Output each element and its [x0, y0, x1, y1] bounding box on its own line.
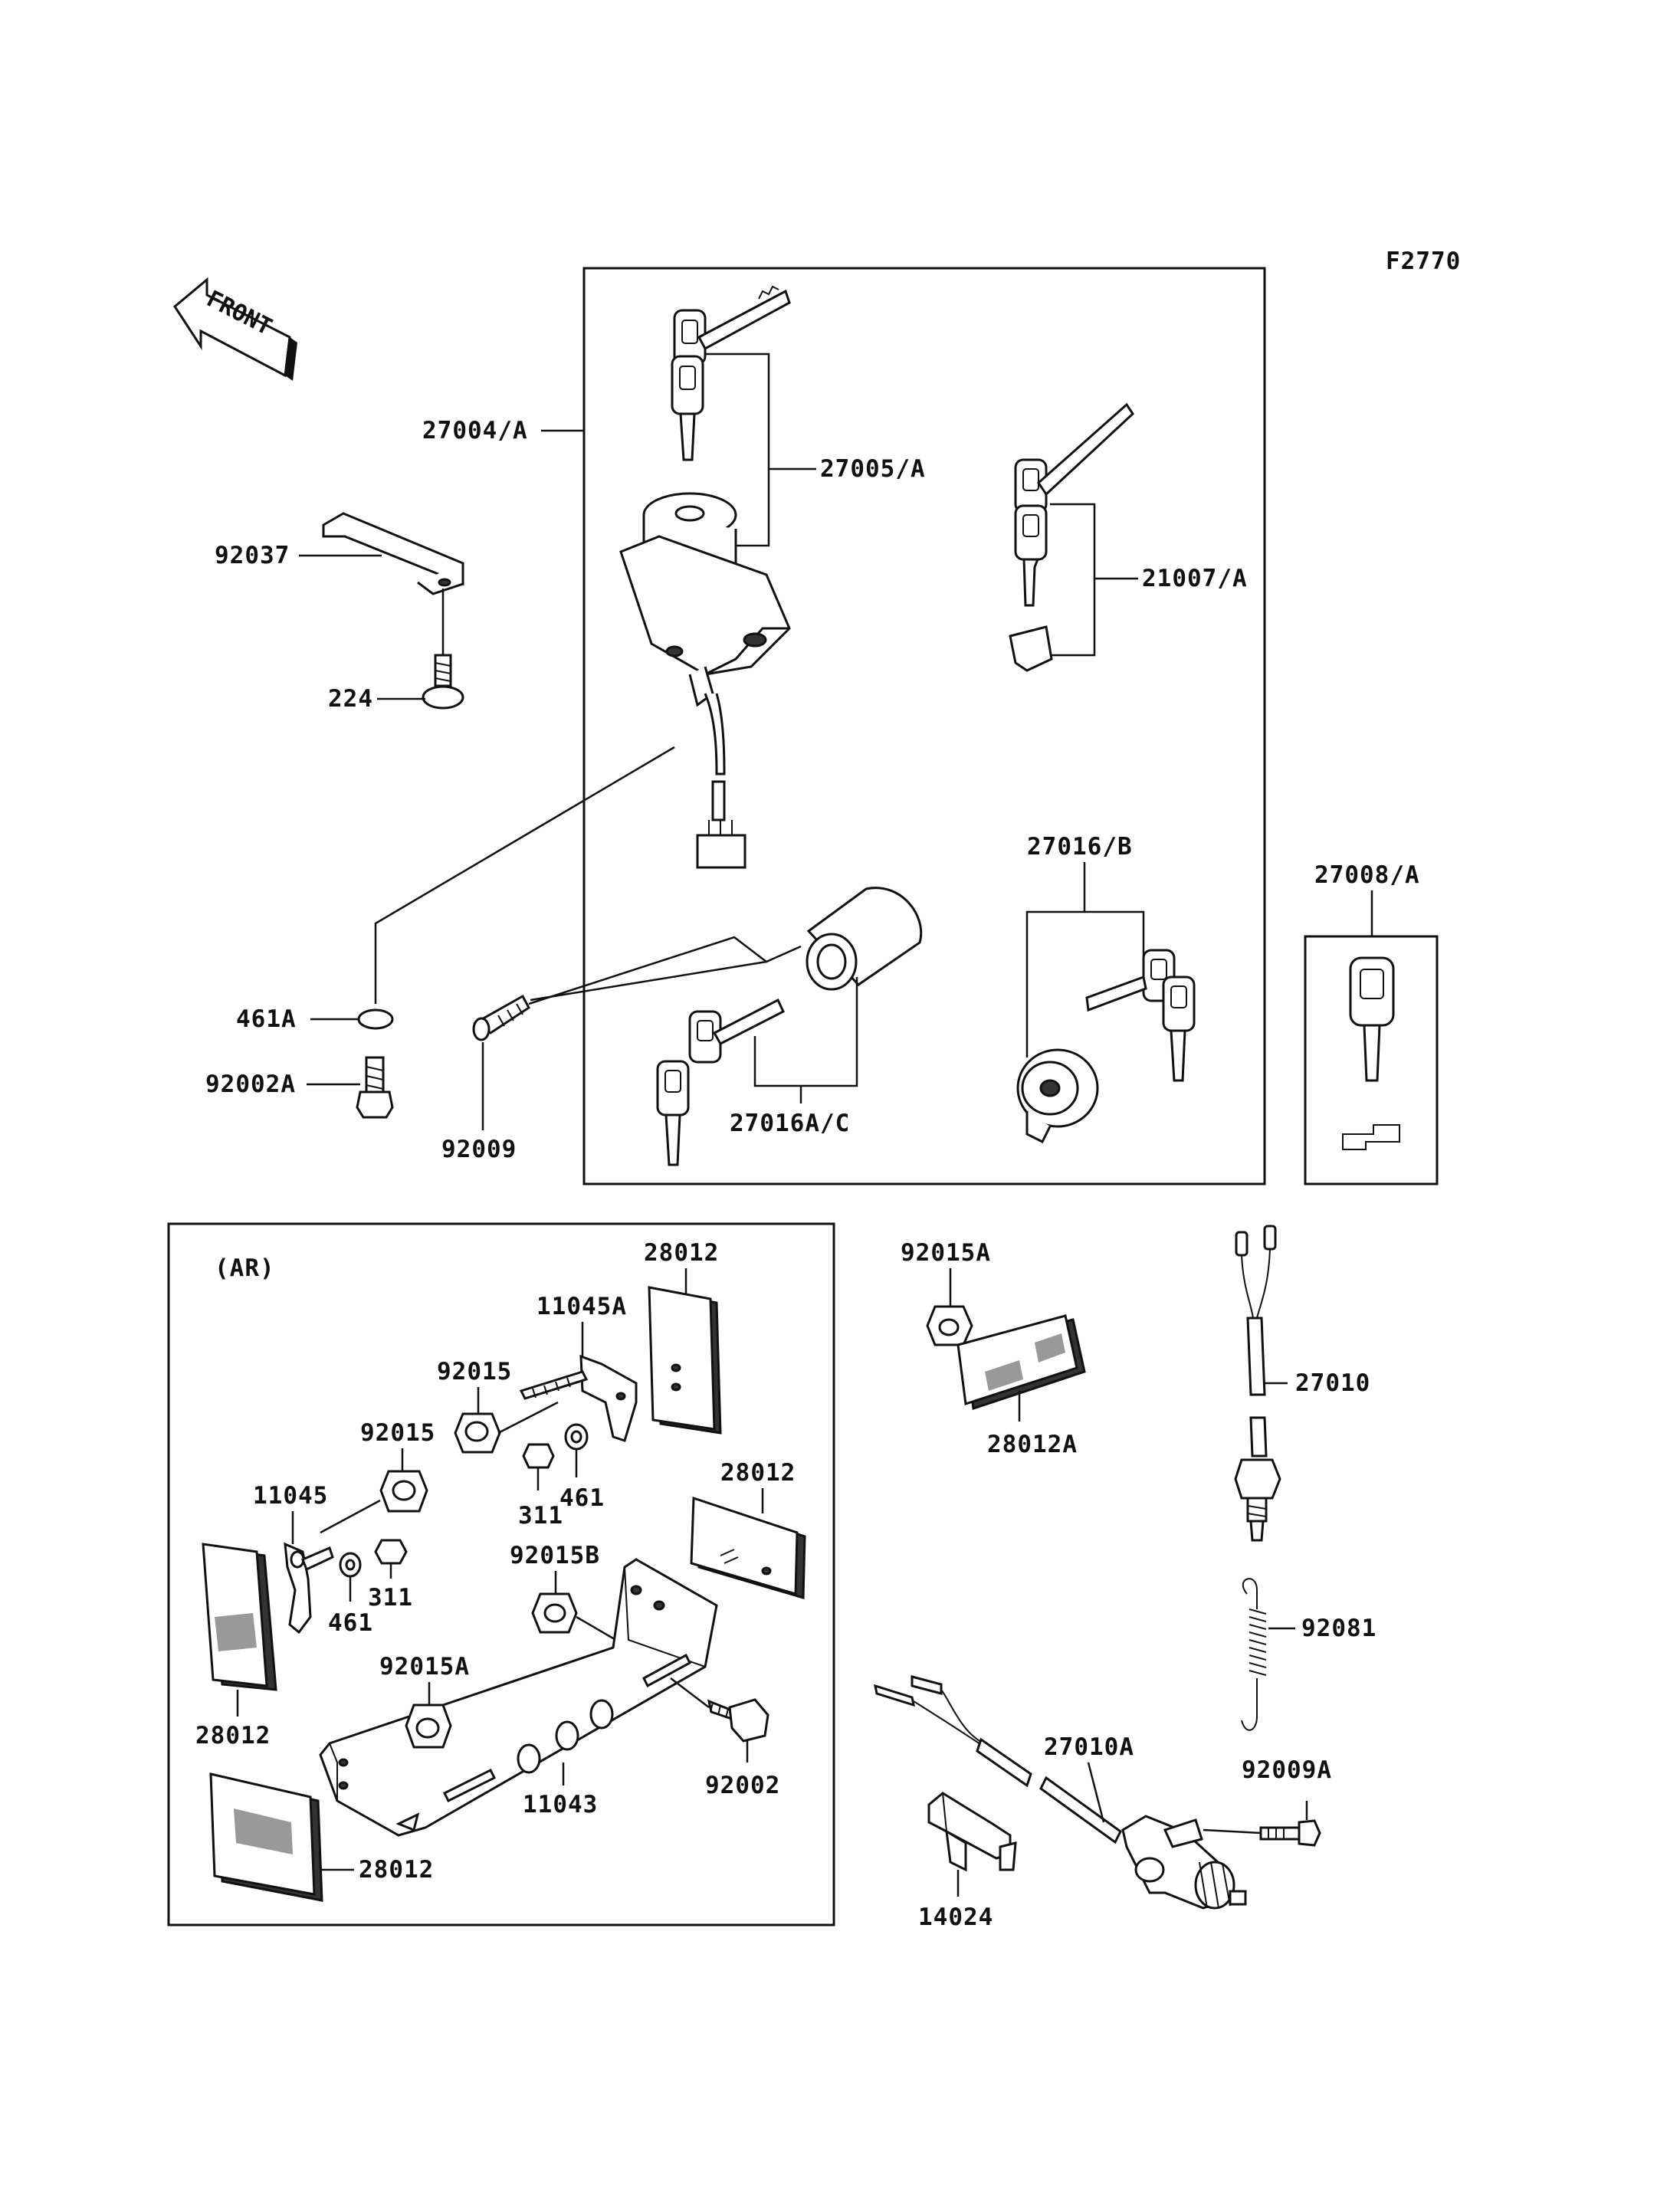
- figure-code: F2770: [1386, 248, 1461, 275]
- label-92081: 92081: [1301, 1615, 1376, 1642]
- bolt-92002A: [356, 1056, 394, 1119]
- nut-92015A-ar: [405, 1703, 452, 1749]
- label-92002: 92002: [705, 1772, 780, 1799]
- ignition-kit-box: [582, 267, 1266, 1185]
- label-92015B: 92015B: [510, 1542, 600, 1569]
- label-92015-a: 92015: [437, 1358, 512, 1385]
- label-92037: 92037: [215, 542, 290, 569]
- label-92009A: 92009A: [1242, 1756, 1332, 1784]
- nut-92015B: [531, 1592, 578, 1634]
- washer-461-b: [339, 1552, 362, 1578]
- key-blank-box: [1304, 935, 1439, 1185]
- label-92015A: 92015A: [901, 1239, 991, 1267]
- label-27010: 27010: [1295, 1369, 1370, 1397]
- bracket-11043: [319, 1558, 718, 1837]
- lock-27016B: [1016, 949, 1196, 1144]
- strip-92037: [322, 512, 464, 595]
- label-28012-mid: 28012: [720, 1459, 796, 1487]
- label-224: 224: [328, 685, 373, 713]
- screw-92009: [472, 994, 530, 1041]
- screw-92009A: [1259, 1819, 1321, 1847]
- label-28012A: 28012A: [987, 1431, 1078, 1458]
- screw-224: [422, 654, 464, 710]
- label-21007A: 21007/A: [1142, 565, 1248, 592]
- keys-21007A: [1009, 402, 1134, 672]
- label-11043: 11043: [523, 1791, 598, 1818]
- sensor-27010: [1234, 1225, 1281, 1542]
- label-92015A-ar: 92015A: [379, 1653, 470, 1681]
- label-28012-left: 28012: [195, 1722, 271, 1749]
- ar-label: (AR): [215, 1254, 275, 1282]
- clip-461A: [357, 1008, 394, 1030]
- spring-92081: [1241, 1578, 1267, 1731]
- nut-92015-a: [454, 1412, 501, 1454]
- reflector-28012-top: [648, 1286, 722, 1435]
- label-27016B: 27016/B: [1027, 833, 1133, 861]
- label-28012-top: 28012: [644, 1239, 719, 1267]
- key-27008A: [1342, 956, 1400, 1150]
- nut-311-a: [522, 1443, 555, 1469]
- label-311-a: 311: [518, 1502, 563, 1530]
- label-27016AC: 27016A/C: [730, 1110, 850, 1137]
- label-11045A: 11045A: [536, 1293, 627, 1320]
- label-28012-bottom: 28012: [359, 1856, 434, 1884]
- ar-box: [167, 1222, 835, 1926]
- label-311-b: 311: [368, 1584, 413, 1612]
- nut-311-b: [374, 1539, 408, 1565]
- label-92002A: 92002A: [205, 1071, 296, 1098]
- label-461-a: 461: [559, 1484, 605, 1512]
- label-92009: 92009: [441, 1136, 517, 1163]
- bracket-11045: [284, 1542, 334, 1635]
- nut-92015-b: [379, 1470, 428, 1513]
- ignition-keys: [671, 285, 791, 461]
- switch-27010A: [874, 1675, 1247, 1910]
- label-461A: 461A: [236, 1005, 297, 1033]
- reflector-28012-bottom: [209, 1772, 323, 1902]
- bracket-11045A: [519, 1354, 638, 1442]
- nut-92015A: [926, 1305, 973, 1346]
- reflector-28012A: [956, 1314, 1086, 1410]
- lock-27016AC: [656, 887, 923, 1166]
- cover-14024: [927, 1792, 1017, 1872]
- front-arrow-icon: FRONT: [173, 277, 297, 381]
- washer-461-a: [564, 1423, 589, 1451]
- ignition-switch: [619, 492, 791, 869]
- reflector-28012-left: [202, 1543, 277, 1691]
- label-461-b: 461: [328, 1609, 373, 1637]
- reflector-28012-mid: [690, 1496, 806, 1599]
- label-27004A: 27004/A: [422, 417, 528, 444]
- label-14024: 14024: [918, 1904, 993, 1931]
- label-92015-b: 92015: [360, 1419, 435, 1447]
- label-27005A: 27005/A: [820, 455, 926, 483]
- label-27008A: 27008/A: [1314, 861, 1420, 889]
- label-11045: 11045: [253, 1482, 328, 1510]
- label-27010A: 27010A: [1044, 1733, 1134, 1761]
- bolt-92002: [707, 1698, 769, 1743]
